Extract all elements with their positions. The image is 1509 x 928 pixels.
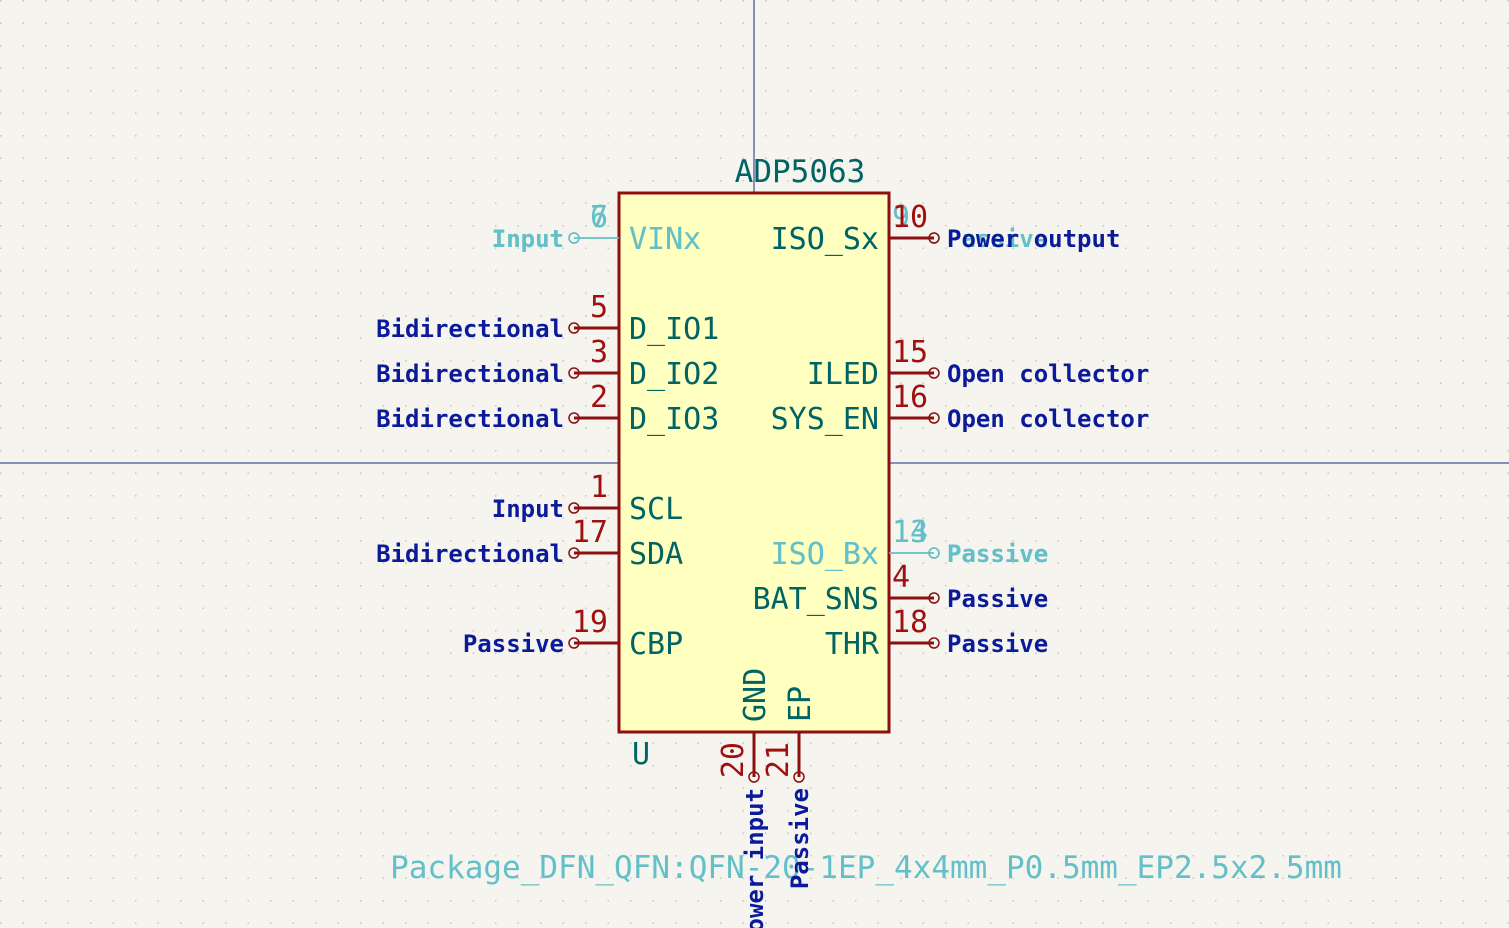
pin-15-number: 15 <box>892 335 928 370</box>
pin-4-number: 4 <box>892 560 910 595</box>
pin-18-name-thr: THR <box>825 627 880 662</box>
pin-20-type: Power input <box>741 788 769 928</box>
pin-5-type: Bidirectional <box>376 315 564 343</box>
pin-6-number: 6 <box>590 200 608 235</box>
pin-2-type: Bidirectional <box>376 405 564 433</box>
pin-18-connection-point[interactable] <box>928 637 940 649</box>
pins-layer: 6VINxInput7VINxInput5D_IO1Bidirectional3… <box>376 200 1149 928</box>
pin-10-connection-point[interactable] <box>928 232 940 244</box>
pin-15-connection-point[interactable] <box>928 367 940 379</box>
pin-15-type: Open collector <box>947 360 1149 388</box>
pin-19-name-cbp: CBP <box>629 627 683 662</box>
pin-7-name-vinx: VINx <box>629 222 701 257</box>
component-value[interactable]: ADP5063 <box>735 154 866 190</box>
component-reference[interactable]: U <box>632 737 650 772</box>
pin-16-name-sys-en: SYS_EN <box>771 402 879 437</box>
pin-6-type: Input <box>492 225 564 253</box>
pin-13-name-iso-bx: ISO_Bx <box>771 537 879 572</box>
pin-19-type: Passive <box>463 630 564 658</box>
pin-5-connection-point[interactable] <box>568 322 580 334</box>
pin-19-connection-point[interactable] <box>568 637 580 649</box>
pin-10-name-iso-sx: ISO_Sx <box>771 222 879 257</box>
pin-6-name-vinx: VINx <box>629 222 701 257</box>
pin-20-connection-point[interactable] <box>748 771 760 783</box>
pin-21-number: 21 <box>761 742 796 778</box>
pin-2-number: 2 <box>590 380 608 415</box>
pin-9-type: Passive <box>947 225 1048 253</box>
pin-15-name-iled: ILED <box>807 357 879 392</box>
pin-13-number: 13 <box>892 515 928 550</box>
pin-10-number: 10 <box>892 200 928 235</box>
pin-3-type: Bidirectional <box>376 360 564 388</box>
pin-21-connection-point[interactable] <box>793 771 805 783</box>
pin-20-name-gnd: GND <box>738 668 773 722</box>
pin-5-name-d-io1: D_IO1 <box>629 312 719 347</box>
pin-16-connection-point[interactable] <box>928 412 940 424</box>
pin-17-number: 17 <box>572 515 608 550</box>
pin-5-number: 5 <box>590 290 608 325</box>
pin-9-name-iso-sx: ISO_Sx <box>771 222 879 257</box>
pin-3-name-d-io2: D_IO2 <box>629 357 719 392</box>
pin-14-type: Passive <box>947 540 1048 568</box>
pin-21-name-ep: EP <box>783 686 818 722</box>
pin-1-connection-point[interactable] <box>568 502 580 514</box>
pin-3-number: 3 <box>590 335 608 370</box>
pin-14-name-iso-bx: ISO_Bx <box>771 537 879 572</box>
pin-4-connection-point[interactable] <box>928 592 940 604</box>
pin-16-number: 16 <box>892 380 928 415</box>
pin-17-type: Bidirectional <box>376 540 564 568</box>
pin-21-type: Passive <box>786 788 814 889</box>
pin-18-number: 18 <box>892 605 928 640</box>
pin-13-type: Passive <box>947 540 1048 568</box>
pin-1-number: 1 <box>590 470 608 505</box>
pin-7-type: Input <box>492 225 564 253</box>
pin-1-name-scl: SCL <box>629 492 683 527</box>
pin-7-connection-point[interactable] <box>568 232 580 244</box>
pin-4-name-bat-sns: BAT_SNS <box>753 582 879 617</box>
pin-20-number: 20 <box>716 742 751 778</box>
pin-3-connection-point[interactable] <box>568 367 580 379</box>
pin-17-connection-point[interactable] <box>568 547 580 559</box>
pin-2-connection-point[interactable] <box>568 412 580 424</box>
pin-1-type: Input <box>492 495 564 523</box>
pin-18-type: Passive <box>947 630 1048 658</box>
pin-14-number: 14 <box>892 515 928 550</box>
component-footprint[interactable]: Package_DFN_QFN:QFN-20-1EP_4x4mm_P0.5mm_… <box>390 850 1342 886</box>
pin-4-type: Passive <box>947 585 1048 613</box>
pin-2-name-d-io3: D_IO3 <box>629 402 719 437</box>
pin-7-number: 7 <box>590 200 608 235</box>
pin-19-number: 19 <box>572 605 608 640</box>
pin-17-name-sda: SDA <box>629 537 683 572</box>
pin-10-type: Power output <box>947 225 1120 253</box>
pin-9-number: 9 <box>892 200 910 235</box>
pin-14-connection-point[interactable] <box>928 547 940 559</box>
pin-16-type: Open collector <box>947 405 1149 433</box>
